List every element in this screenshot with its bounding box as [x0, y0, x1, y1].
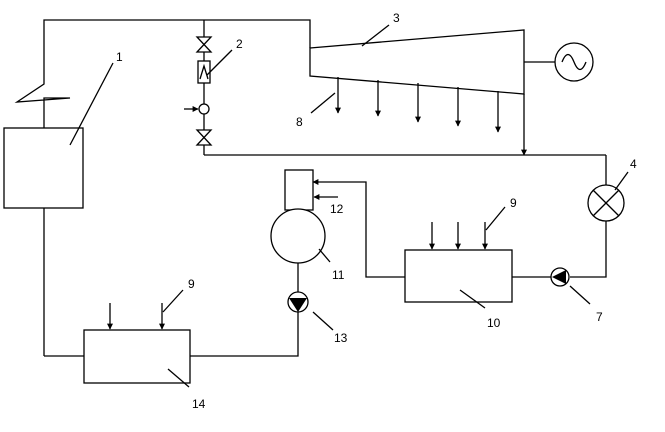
cooler-to-pump7-pipe	[570, 221, 607, 278]
condenser-cooler	[587, 184, 625, 222]
label-pump-7: 7	[596, 310, 603, 324]
pump13-to-hx14-pipe	[190, 312, 299, 357]
deaerator-column	[284, 169, 314, 211]
reducing-device	[197, 60, 211, 84]
heat-inputs-14	[107, 303, 165, 330]
label-boiler: 1	[116, 50, 123, 64]
heat-exchanger-14	[83, 329, 191, 384]
label-heat-inputs-upper: 9	[510, 196, 517, 210]
label-heat-inputs-lower: 9	[188, 277, 195, 291]
hx10-to-deaerator-pipe	[312, 179, 405, 278]
steam-extractions	[335, 77, 501, 133]
heat-exchanger-10	[404, 249, 513, 303]
steam-turbine	[309, 29, 525, 95]
pump-7	[550, 267, 570, 287]
pump-13	[287, 291, 309, 313]
label-deaerator-tank: 11	[332, 268, 345, 282]
label-steam-turbine: 3	[393, 11, 400, 25]
generator-icon	[554, 42, 594, 82]
boiler	[3, 127, 84, 209]
injection-point	[184, 103, 210, 115]
label-deaerator-column: 12	[330, 202, 344, 216]
valve-top	[195, 36, 213, 53]
label-steam-extractions: 8	[296, 115, 303, 129]
label-heat-exchanger-10: 10	[487, 316, 501, 330]
label-heat-exchanger-14: 14	[192, 397, 206, 411]
label-reduction-cooling-unit: 2	[236, 37, 243, 51]
label-pump-13: 13	[334, 331, 348, 345]
label-condenser-cooler: 4	[630, 157, 637, 171]
heat-inputs-10	[429, 222, 488, 250]
valve-bottom	[195, 129, 213, 146]
boiler-steam-outlet-pipe	[14, 19, 311, 128]
deaerator-tank	[270, 208, 326, 264]
leader-lines	[69, 24, 629, 388]
